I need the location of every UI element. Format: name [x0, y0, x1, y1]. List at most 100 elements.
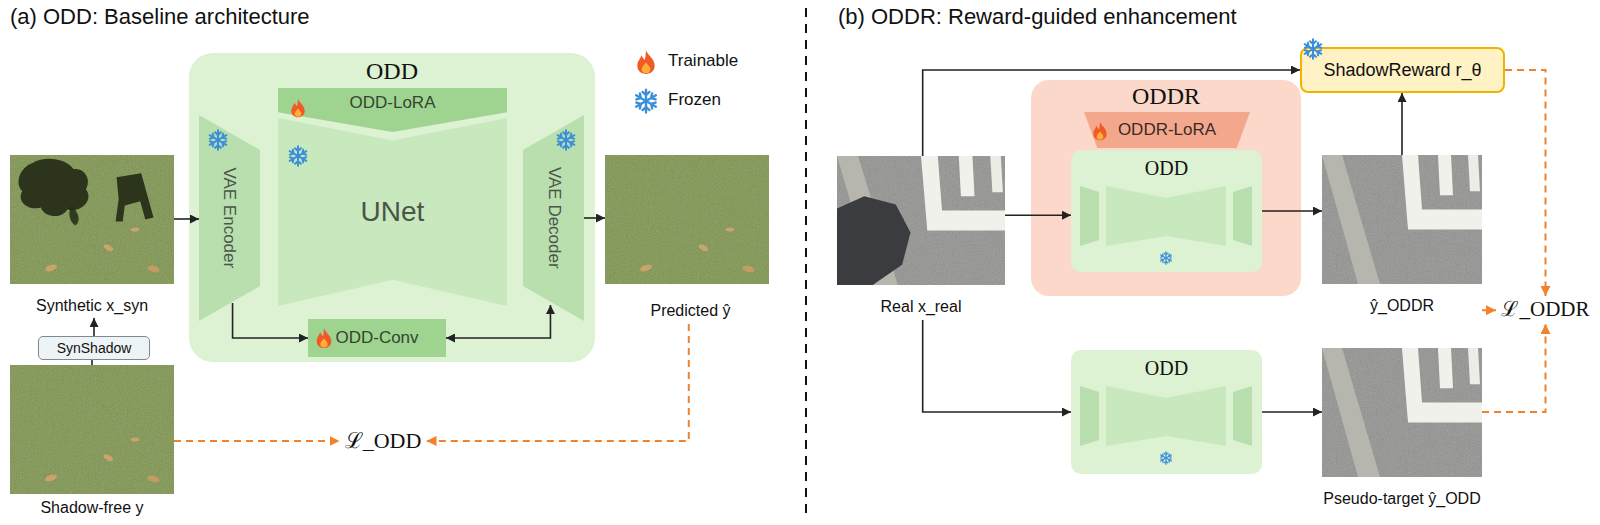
- road-photo: [1322, 155, 1482, 284]
- node-label: ODDR-LoRA: [1118, 120, 1216, 140]
- block-shape: [523, 115, 584, 321]
- mini-odd-shapes: [1080, 186, 1252, 446]
- snowflake-icon: [1303, 39, 1323, 58]
- loss-arrow: [1505, 70, 1546, 296]
- image-panel: Pseudo-target ŷ_ODD: [1292, 348, 1512, 508]
- loss-arrow: [174, 440, 340, 442]
- flame-icon: [1093, 122, 1106, 140]
- reward-model: ShadowReward r_θ: [1300, 47, 1505, 93]
- lora-block: ODDR-LoRA: [1084, 112, 1250, 148]
- oddr-output-image: [1322, 155, 1482, 284]
- heading-slot: (a) ODD: Baseline architecture: [10, 4, 310, 30]
- node-label: ℒ_ODDR: [1501, 298, 1589, 321]
- loss-arrow: [427, 324, 689, 441]
- image-caption: Predicted ŷ: [650, 302, 730, 320]
- mini-decoder: [1233, 186, 1252, 246]
- decoder-block: VAE Decoder: [523, 115, 584, 321]
- grass-photo: [10, 155, 174, 284]
- snowflake-icon: [208, 130, 228, 149]
- flow-arrow: [584, 217, 605, 219]
- image-panel: Synthetic x_syn: [10, 155, 174, 315]
- frozen-model: ODD: [1071, 150, 1262, 272]
- panel-heading: (b) ODDR: Reward-guided enhancement: [838, 4, 1237, 30]
- umbrella-shadow: [837, 196, 911, 285]
- image-panel: ŷ_ODDR: [1322, 155, 1482, 315]
- tree-shadow: [19, 159, 89, 216]
- flame-icon: [291, 99, 304, 117]
- image-panel: Predicted ŷ: [605, 155, 776, 320]
- mini-encoder: [1080, 386, 1099, 446]
- flow-arrow: [1262, 411, 1322, 413]
- flow-arrow: [1401, 93, 1403, 155]
- image-caption: ŷ_ODDR: [1370, 297, 1434, 315]
- flame-icon: [637, 50, 654, 74]
- node-label: VAE Decoder: [544, 167, 564, 269]
- flow-arrow: [93, 318, 95, 336]
- heading-slot: (b) ODDR: Reward-guided enhancement: [838, 4, 1237, 30]
- grass-photo: [605, 155, 769, 284]
- frozen-model: ODD: [1071, 350, 1262, 474]
- flow-arrow: [91, 360, 93, 365]
- flow-arrow: [233, 303, 308, 338]
- snowflake-icon: [288, 146, 308, 165]
- node-label: ODD-LoRA: [350, 93, 436, 113]
- grass-photo: [10, 365, 174, 494]
- edge-group: [92, 70, 1546, 441]
- snowflake-icon: [1160, 452, 1172, 464]
- legend-slot: Trainable: [668, 51, 738, 71]
- module-container: ODDR ODDR-LoRA ODD: [1031, 80, 1301, 296]
- tree-shadow: [69, 205, 78, 225]
- block-shape: [1084, 112, 1250, 148]
- image-caption: Real x_real: [881, 298, 962, 316]
- legend-label: Trainable: [668, 51, 738, 71]
- node-label: VAE Encoder: [220, 168, 240, 269]
- image-caption: Pseudo-target ŷ_ODD: [1323, 490, 1480, 508]
- panel-heading: (a) ODD: Baseline architecture: [10, 4, 310, 30]
- flow-arrow: [923, 320, 1071, 412]
- legend-slot: Frozen: [668, 90, 721, 110]
- flow-arrow: [174, 218, 199, 220]
- flow-arrow: [1005, 214, 1071, 216]
- unet-block: UNet: [278, 118, 507, 306]
- road-photo: [837, 156, 1005, 285]
- flow-arrow: [923, 70, 1300, 156]
- image-panel: Shadow-free y: [10, 365, 174, 517]
- real-image: [837, 156, 1005, 285]
- image-panel: Real x_real: [837, 156, 1005, 316]
- mini-encoder: [1080, 186, 1099, 246]
- node-label: ODD: [366, 58, 418, 84]
- predicted-image: [605, 155, 769, 284]
- snowflake-icon: [1160, 252, 1172, 264]
- module-container: ODD VAE Encoder ODD-LoRA UNet VAE DecoderODD…: [189, 53, 595, 362]
- image-caption: Shadow-free y: [40, 499, 143, 517]
- snowflake-icon: [556, 130, 576, 149]
- shadow-free-image: [10, 365, 174, 494]
- road-photo: [1322, 348, 1482, 477]
- node-label: SynShadow: [57, 340, 132, 356]
- process-box: SynShadow: [38, 336, 150, 360]
- shadow-image: [10, 155, 174, 284]
- node-label: ShadowReward r_θ: [1323, 60, 1481, 81]
- flame-icon: [317, 328, 332, 348]
- image-caption: Synthetic x_syn: [36, 297, 148, 315]
- block-shape: [199, 115, 260, 321]
- node-label: ODD-Conv: [335, 328, 418, 348]
- encoder-block: VAE Encoder: [199, 115, 260, 321]
- node-label: ℒ_ODD: [345, 429, 422, 453]
- node-label: ODDR: [1132, 83, 1200, 109]
- mini-unet: [1106, 186, 1226, 246]
- panel-divider: [805, 8, 807, 520]
- legend-label: Frozen: [668, 90, 721, 110]
- block-shape: [278, 118, 507, 306]
- node-label: ODD: [1145, 357, 1188, 379]
- chair-shadow: [116, 173, 154, 221]
- mini-decoder: [1233, 386, 1252, 446]
- node-label: UNet: [361, 196, 425, 228]
- conv-block: ODD-Conv: [308, 319, 446, 357]
- pseudo-target-image: [1322, 348, 1482, 477]
- loss-arrow: [1482, 324, 1546, 412]
- loss-term: ℒ_ODDR: [1496, 296, 1595, 324]
- mini-unet: [1106, 386, 1226, 446]
- loss-arrow: [1482, 309, 1496, 311]
